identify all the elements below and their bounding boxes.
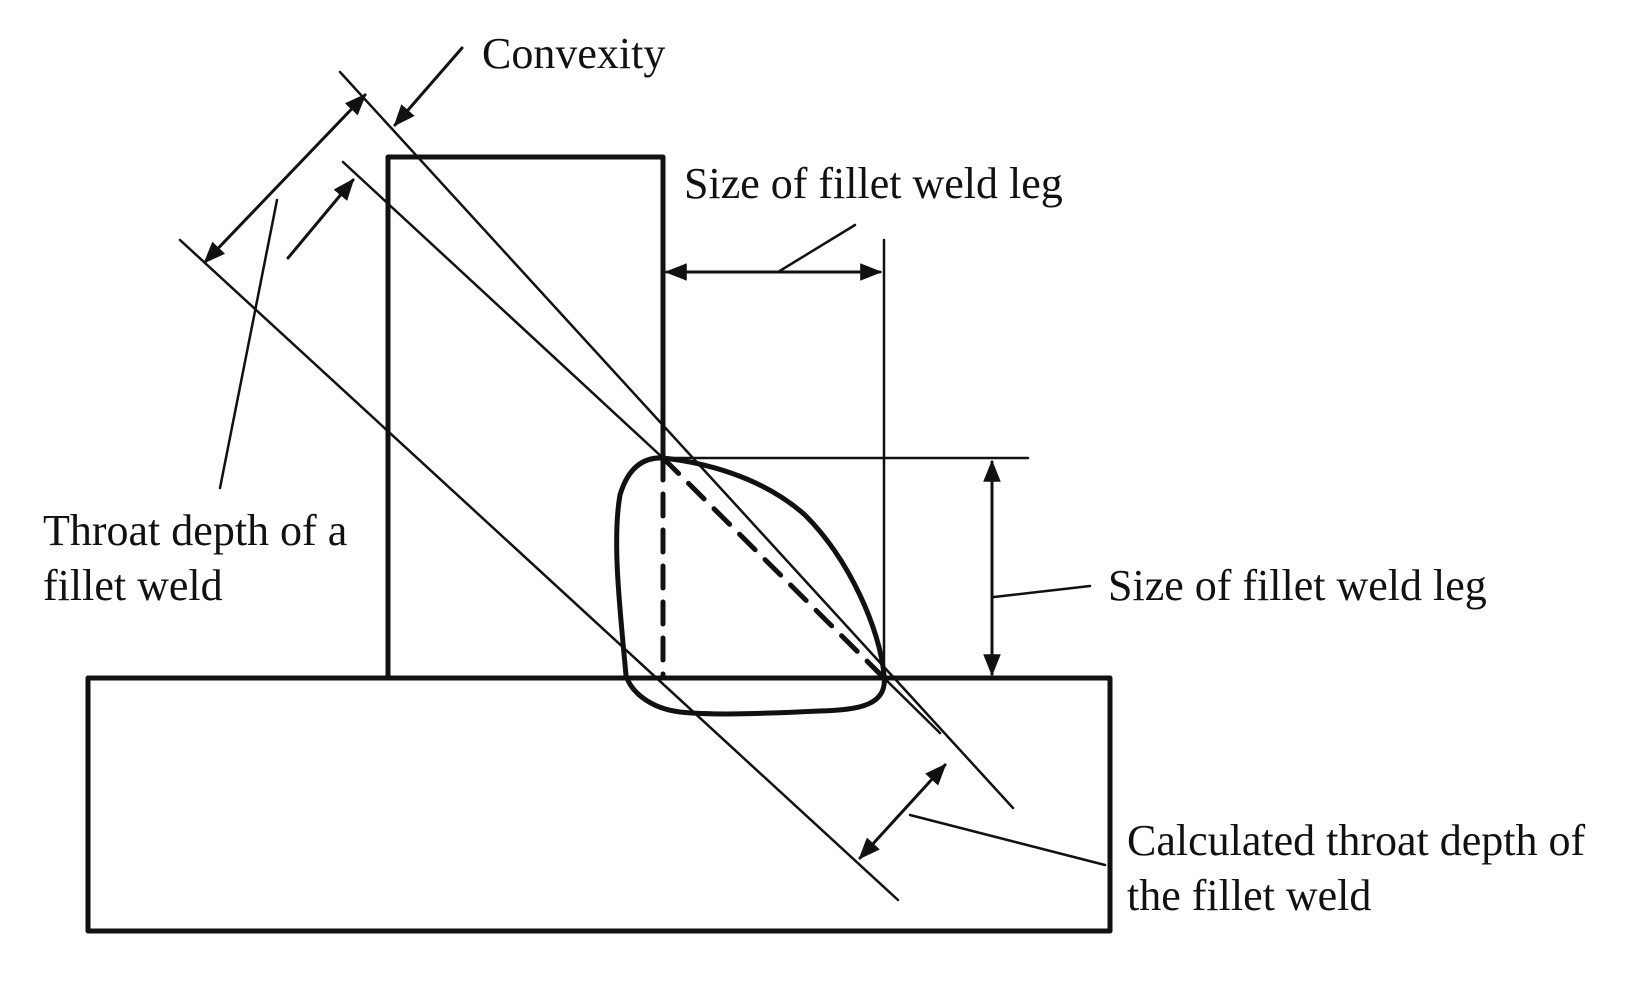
weld-bead [614,455,887,717]
throat-depth-label-line1: Throat depth of a [43,506,347,555]
vertical-plate [385,154,666,681]
horizontal-leg-leader [776,223,857,274]
convexity-label: Convexity [482,29,665,78]
convexity-arrow-upper [393,46,464,127]
throat-depth-label-line2: fillet weld [43,561,223,610]
convexity-arrow-lower [286,178,355,260]
weld-face-reference-line [341,160,665,460]
vertical-leg-leader [992,584,1092,599]
calculated-throat-label-line2: the fillet weld [1127,871,1371,920]
root-reference-line [178,238,900,902]
theoretical-fillet-hypotenuse-dash [660,455,887,681]
throat-depth-arrow [203,93,367,264]
calculated-throat-arrow [858,763,947,860]
vertical-leg-size-label: Size of fillet weld leg [1108,561,1487,610]
calculated-throat-leader [908,813,1107,867]
throat-depth-leader [218,198,279,490]
convexity-reference-line [338,70,1015,810]
horizontal-leg-size-label: Size of fillet weld leg [684,159,1063,208]
weld-face-reference-line-lower [882,676,942,735]
calculated-throat-label-line1: Calculated throat depth of [1127,816,1586,865]
base-plate [85,675,1113,934]
